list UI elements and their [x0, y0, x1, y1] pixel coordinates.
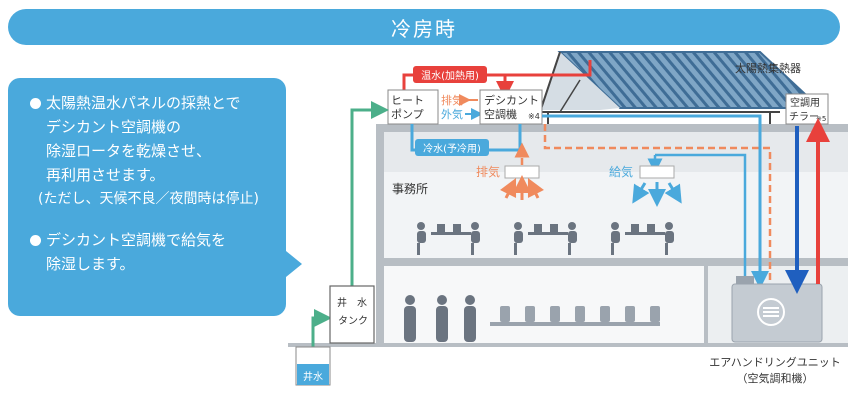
air-handling-unit [731, 276, 823, 343]
hot-water-tag [413, 66, 487, 83]
office-workers-icon [417, 222, 674, 255]
chiller-label: チラー [789, 111, 819, 123]
info-line: デシカント空調機の [46, 118, 182, 136]
bullet-icon [30, 98, 41, 109]
info-line: 再利用させます。 [46, 166, 165, 184]
cold-water-label: 冷水(予冷用) [423, 142, 481, 155]
info-line: デシカント空調機で給気を [46, 231, 227, 249]
desiccant-note: ※4 [528, 112, 540, 121]
supply-duct [542, 114, 769, 289]
well-pipe-upper [350, 101, 389, 290]
ahu-sublabel: （空気調和機） [737, 371, 814, 385]
exhaust-label: 排気 [476, 164, 500, 179]
office-label: 事務所 [392, 182, 428, 196]
info-box: 太陽熱温水パネルの採熱とで デシカント空調機の 除湿ロータを乾燥させ、 再利用さ… [8, 78, 286, 316]
solar-collector-label: 太陽熱集熱器 [735, 61, 801, 75]
well-tank-label: 井 水 [337, 296, 367, 309]
supply-arrows-icon [632, 182, 682, 207]
info-pointer [286, 251, 302, 277]
well-water-label: 井水 [303, 370, 323, 383]
outside-air-label: 外気 [441, 107, 463, 121]
meeting-chairs-icon [490, 306, 660, 326]
chiller-label: 空調用 [790, 96, 820, 109]
supply-label: 給気 [609, 164, 633, 179]
desiccant-label: 空調機 [484, 107, 517, 121]
info-line: 太陽熱温水パネルの採熱とで [46, 94, 241, 112]
supply-return-duct [655, 153, 747, 282]
heat-pump-label: ポンプ [391, 108, 424, 121]
cold-water-tag [415, 139, 489, 156]
info-note: (ただし、天候不良／夜間時は停止) [38, 191, 259, 207]
exhaust-vent [504, 165, 540, 179]
supply-vent [639, 165, 675, 179]
well-tank-label: タンク [338, 315, 368, 327]
ahu-label: エアハンドリングユニット [709, 355, 841, 369]
well-tank-box [329, 285, 375, 344]
info-line: 除湿ロータを乾燥させ、 [46, 142, 212, 160]
exhaust-small-label: 排気 [441, 93, 463, 107]
hot-water-label: 温水(加熱用) [421, 69, 479, 82]
heat-pump-label: ヒート [391, 94, 424, 107]
meeting-people-icon [404, 295, 476, 342]
desiccant-label: デシカント [484, 93, 539, 107]
ground-line [288, 343, 848, 347]
hot-water-pipe [402, 60, 592, 90]
bullet-icon [30, 235, 41, 246]
well-water-fill [297, 364, 329, 385]
title-banner: 冷房時 [8, 9, 840, 45]
info-line: 除湿します。 [46, 255, 135, 273]
banner-title: 冷房時 [391, 16, 457, 41]
exhaust-arrows-icon [499, 175, 545, 200]
desiccant-box [479, 89, 543, 125]
exhaust-duct [543, 124, 772, 280]
chiller-note: ※5 [816, 115, 826, 123]
solar-collector [539, 51, 823, 124]
